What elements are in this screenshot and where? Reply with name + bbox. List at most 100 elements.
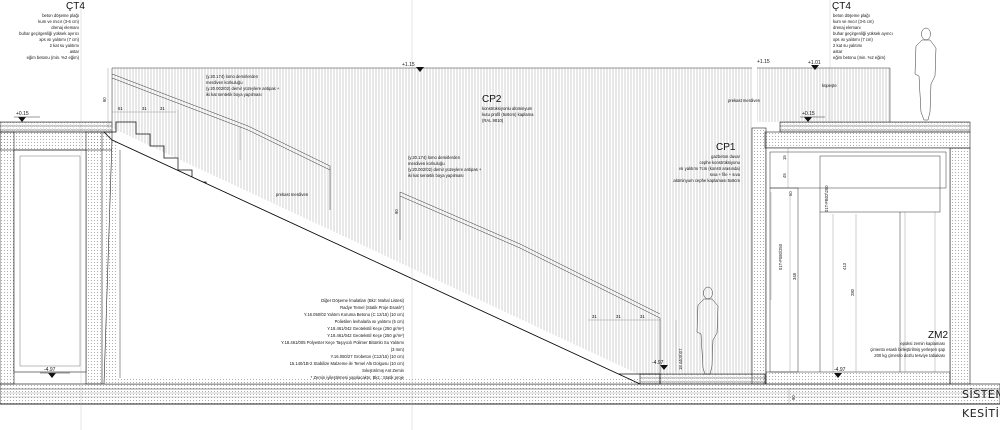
elevation-value: +1.15 [757, 59, 770, 65]
drawing-title: SİSTEM KESİTİ-4 [962, 388, 1000, 420]
dim-value: 31 [616, 314, 621, 319]
top-slab-right [764, 121, 971, 385]
dimension-lines [80, 0, 857, 430]
elevation-texts: +0.15 +1.15 +1.01 +0.15 -4.97 -4.97 -4.9… [16, 59, 846, 373]
stair-mid-line: (y.20.002/02) demir yüzeylere antipas + [408, 167, 482, 172]
stair-top-line: iki kat sentetik boya yapılması [206, 92, 262, 97]
roof-railing [757, 67, 891, 122]
ct4-right-line: xps ısı yalıtımı (7 cm) [833, 37, 873, 42]
title-line-1: SİSTEM [962, 388, 1000, 401]
stair-top-line: (y.20.002/02) demir yüzeylere antipas + [206, 86, 280, 91]
dim-value: 15 [782, 155, 787, 160]
stair-railing [111, 73, 661, 374]
lower-landing [639, 373, 766, 385]
title-line-2: KESİTİ-4 [962, 407, 1000, 420]
ground-line: Diğer Döşeme İmalatları (Bkz: Mahal List… [321, 298, 404, 303]
dim-value: 348 [792, 272, 797, 280]
dim-value: 280 [850, 288, 855, 296]
stair-top-note: (y.20.174) lomo demirlerden merdiven kor… [206, 74, 280, 97]
cp1-line: ısı yalıtımı 7cm (konstr arasında) [679, 166, 741, 171]
cp1-line: gazbeton duvar [711, 154, 740, 159]
cp2-note: CP2 konstrüksiyonlu alüminyum kutu profi… [482, 94, 534, 123]
dim-value: 90 [102, 97, 107, 102]
ct4-left-line: buhar geçirgenliği yüksek ayırıcı [19, 31, 79, 36]
dim-value: 90 [394, 209, 399, 214]
top-slab-left [0, 121, 113, 151]
dim-value: 31 [640, 314, 645, 319]
stair-mid-note: (y.20.174) lomo demirlerden merdiven kor… [408, 155, 482, 178]
dim-value: 31 [592, 314, 597, 319]
aluminium-cladding-cp2 [111, 67, 752, 375]
dim-value: 31 [142, 106, 147, 111]
dim-value: 31 [160, 106, 165, 111]
right-room [751, 127, 951, 385]
ground-line: * Zemin iyileştirmesi yapılacaktır. Bkz.… [311, 375, 405, 380]
ct4-right-line: 2 kat su yalıtımı [833, 43, 862, 48]
ground-line: Y.18.461/005 Polyester Keçe Taşıyıcılı P… [281, 340, 404, 345]
ct4-right-line: buhar geçirgenliği yüksek ayırıcı [833, 31, 893, 36]
precast-stair [103, 121, 661, 385]
cp1-line: alüminyum cephe kaplaması 5x8cm [673, 178, 740, 183]
ground-line: Y.16.050/02 Yalıtım Koruma Betonu (C 12/… [304, 312, 405, 317]
elevation-value: +0.15 [16, 111, 29, 117]
ground-line: Y.18.461/042 Geotekstil Keçe (250 gr/m²) [327, 333, 404, 338]
ct4-left-line: drenaj elemanı [51, 25, 79, 30]
elevation-markers [14, 65, 842, 378]
ct4-left-code: ÇT4 [66, 1, 85, 12]
ground-line: Y.16.050/27 Grobeton (C12/15) (10 cm) [331, 354, 405, 359]
cp2-line: kutu profil (5x8cm) kaplama [482, 112, 534, 117]
zm2-line: çimento esaslı birleştirilmiş yerleşen ş… [870, 347, 945, 352]
elevation-value: +0.15 [802, 111, 815, 117]
ct4-left-line: eğim betonu (min. %2 eğim) [27, 55, 80, 60]
dim-value: 413 [842, 262, 847, 270]
ct4-right-note: ÇT4 beton döşeme plağı kum ve mıcır (3-6… [832, 1, 893, 60]
cp2-line: (RAL 9010) [482, 118, 504, 123]
panel-label-2: 01T-FB02\250 [824, 185, 829, 212]
stair-mid-line: iki kat sentetik boya yapılması [408, 173, 464, 178]
ct4-right-line: kum ve mıcır (3-6 cm) [833, 19, 874, 24]
railing-label: küpeşte [822, 83, 837, 88]
zm2-code: ZM2 [928, 330, 948, 341]
ct4-right-line: beton döşeme plağı [833, 13, 870, 18]
precast-stair-label: prekast merdiven [276, 192, 309, 197]
person-figure-right [914, 27, 937, 121]
cp1-note: CP1 gazbeton duvar cephe konstrüksiyonu … [673, 142, 740, 183]
cp2-line: konstrüksiyonlu alüminyum [482, 106, 533, 111]
dim-value: 90 [791, 395, 796, 400]
ct4-left-line: beton döşeme plağı [42, 13, 79, 18]
dim-value: 45 [782, 173, 787, 178]
elevation-value: -4.97 [652, 360, 664, 366]
zm2-line: epoksi zemin kaplaması [900, 341, 945, 346]
foundation-slab [0, 383, 1000, 405]
cp2-code: CP2 [482, 94, 502, 105]
stair-top-line: merdiven korkuluğu [206, 80, 243, 85]
left-retaining-wall [0, 131, 103, 385]
stair-mid-line: (y.20.174) lomo demirlerden [408, 155, 461, 160]
zm2-note: ZM2 epoksi zemin kaplaması çimento esasl… [870, 330, 948, 358]
stair-top-line: (y.20.174) lomo demirlerden [206, 74, 259, 79]
stair-section-label: 18.440X\07 [678, 348, 683, 370]
ground-note: Diğer Döşeme İmalatları (Bkz: Mahal List… [281, 298, 404, 380]
ground-line: Polietilen levhalarla ısı yalıtımı (5 cm… [335, 319, 405, 324]
dim-value: 60 [788, 191, 793, 196]
cp1-line: sıva + file + sıva [710, 172, 741, 177]
dimension-texts: 90 61 31 31 31 31 31 15 45 90 348 413 28… [102, 97, 855, 400]
ground-line: Radye Temel (Statik Proje Esaslı*) [340, 305, 405, 310]
ground-line: (3 mm) [391, 347, 405, 352]
ct4-left-line: kum ve mıcır (3-6 cm) [38, 19, 79, 24]
elevation-value: +1.15 [402, 62, 415, 68]
precast-stair-label-2: prekast merdiven [728, 98, 761, 103]
elevation-value: -4.97 [834, 367, 846, 373]
panel-label: 01T-F080\250 [778, 243, 783, 270]
person-figure-left [696, 286, 719, 375]
stair-mid-line: merdiven korkuluğu [408, 161, 445, 166]
ct4-left-note: ÇT4 beton döşeme plağı kum ve mıcır (3-6… [19, 1, 85, 60]
ct4-right-line: eğim betonu (min. %2 eğim) [833, 55, 886, 60]
ct4-left-line: xps ısı yalıtımı (7 cm) [39, 37, 79, 42]
ct4-right-line: astar [833, 49, 843, 54]
ct4-right-code: ÇT4 [832, 1, 851, 12]
ground-line: Sıkıştırılmış Ant Zemin [362, 368, 405, 373]
misc-labels: prekast merdiven prekast merdiven küpeşt… [276, 83, 837, 370]
ground-line: Y.18.461/042 Geotekstil Keçe (250 gr/m²) [327, 326, 404, 331]
